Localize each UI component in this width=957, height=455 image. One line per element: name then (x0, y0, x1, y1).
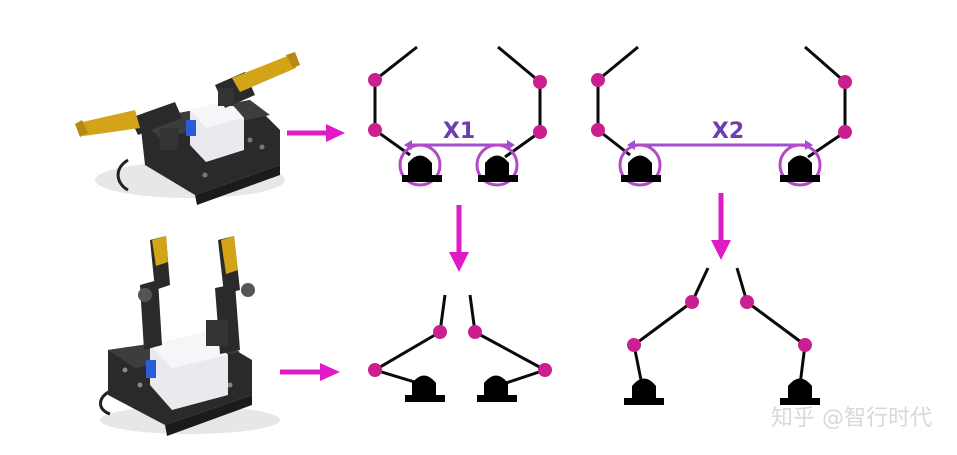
joint (740, 295, 754, 309)
joint (368, 363, 382, 377)
joint (838, 125, 852, 139)
arrow-down-icon (711, 193, 731, 260)
rotation-icon (398, 143, 442, 187)
joint (533, 75, 547, 89)
linkage-open-x1: X1 (368, 45, 547, 187)
joint (591, 123, 605, 137)
joint (591, 73, 605, 87)
linkage-closed-x2 (624, 267, 820, 405)
joint (627, 338, 641, 352)
rotation-icon (778, 143, 822, 187)
arrow-right-icon (280, 363, 340, 381)
distance-label-x2: X2 (712, 119, 744, 144)
joint (838, 75, 852, 89)
gripper-photo-open (75, 52, 300, 205)
joint (538, 363, 552, 377)
arrow-down-icon (449, 205, 469, 272)
linkage-closed-x1 (368, 294, 552, 402)
distance-label-x1: X1 (443, 119, 475, 144)
joint (685, 295, 699, 309)
arrow-right-icon (287, 124, 345, 142)
watermark-text: 知乎 @智行时代 (771, 406, 932, 431)
linkage-open-x2: X2 (591, 45, 852, 187)
rotation-icon (475, 143, 519, 187)
joint (798, 338, 812, 352)
gripper-photo-closed (99, 236, 280, 436)
joint (468, 325, 482, 339)
rotation-icon (618, 143, 662, 187)
joint (533, 125, 547, 139)
joint (368, 123, 382, 137)
joint (433, 325, 447, 339)
joint (368, 73, 382, 87)
